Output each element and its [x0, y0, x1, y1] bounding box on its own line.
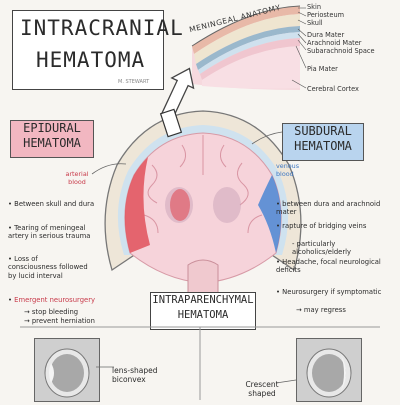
epidural-sub-1: → stop bleeding — [24, 308, 79, 316]
meningeal-layers-illustration — [191, 5, 307, 90]
epidural-bullet-3-text: Loss of consciousness followed by lucid … — [8, 255, 88, 280]
intraparenchymal-line2: HEMATOMA — [177, 309, 229, 321]
epidural-bullet-1: • Between skull and dura — [8, 200, 95, 208]
layer-label-subarachnoid: Subarachnoid Space — [307, 47, 375, 55]
subdural-label-box: SUBDURAL HEMATOMA — [282, 123, 364, 161]
epidural-ct-image — [34, 338, 100, 402]
subdural-ct-image — [296, 338, 362, 402]
layer-label-cortex: Cerebral Cortex — [307, 85, 359, 93]
subdural-sub-2-text: may regress — [303, 306, 346, 314]
subdural-sub-2: → may regress — [296, 306, 346, 314]
epidural-label-line2: HEMATOMA — [23, 136, 81, 150]
layer-label-dura: Dura Mater — [307, 31, 345, 39]
subdural-sub-1: - particularly alcoholics/elderly — [292, 240, 352, 257]
layer-label-skull: Skull — [307, 19, 323, 27]
epidural-label-box: EPIDURAL HEMATOMA — [10, 120, 94, 158]
layer-label-arachnoid: Arachnoid Mater — [307, 39, 362, 47]
layer-label-pia: Pia Mater — [307, 65, 338, 73]
subdural-bullet-2-text: rapture of bridging veins — [282, 222, 367, 230]
epidural-bullet-2-text: Tearing of meningeal artery in serious t… — [8, 224, 91, 241]
subdural-ct-pointer — [276, 379, 297, 384]
subdural-bullet-1: • between dura and arachnoid mater — [276, 200, 381, 217]
section-dividers — [20, 326, 380, 400]
arterial-blood-note: arterial blood — [65, 170, 89, 186]
epidural-label-line1: EPIDURAL — [23, 121, 81, 135]
brain-cross-section — [104, 108, 302, 301]
subdural-bullet-3-text: Headache, focal neurological deficits — [276, 258, 381, 275]
title-line-2: HEMATOMA — [36, 48, 146, 72]
subdural-bullet-3: • Headache, focal neurological deficits — [276, 258, 381, 275]
title-box — [12, 10, 164, 90]
venous-pointer — [251, 131, 283, 145]
layer-label-periosteum: Periosteum — [307, 11, 345, 19]
epidural-bullet-1-text: Between skull and dura — [14, 200, 95, 208]
epidural-bullet-2: • Tearing of meningeal artery in serious… — [8, 224, 91, 241]
subdural-bullet-4: • Neurosurgery if symptomatic — [276, 288, 382, 296]
epidural-bullet-4-text: Emergent neurosurgery — [14, 296, 96, 304]
subdural-bullet-1-text: between dura and arachnoid mater — [276, 200, 381, 217]
venous-blood-note: venous blood — [276, 162, 300, 178]
epidural-ct-pointer — [96, 366, 114, 368]
subdural-label-line2: HEMATOMA — [294, 139, 352, 153]
author-credit: M. STEWART — [118, 79, 150, 85]
arterial-pointer — [91, 163, 127, 175]
subdural-bullet-4-text: Neurosurgery if symptomatic — [282, 288, 382, 296]
subdural-sub-1-text: particularly alcoholics/elderly — [292, 240, 352, 257]
epidural-ct-label: lens-shaped biconvex — [112, 366, 158, 384]
intraparenchymal-label-box: INTRAPARENCHYMAL HEMATOMA — [150, 292, 256, 330]
epidural-bullet-4: • Emergent neurosurgery — [8, 296, 96, 304]
epidural-bullet-3: • Loss of consciousness followed by luci… — [8, 255, 88, 280]
subdural-bullet-2: • rapture of bridging veins — [276, 222, 367, 230]
epidural-sub-1-text: stop bleeding — [31, 308, 79, 316]
epidural-sub-2: → prevent herniation — [24, 317, 95, 325]
intraparenchymal-line1: INTRAPARENCHYMAL — [152, 294, 254, 306]
subdural-label-line1: SUBDURAL — [294, 124, 352, 138]
title-line-1: INTRACRANIAL — [20, 16, 184, 40]
layer-label-skin: Skin — [307, 3, 322, 11]
epidural-sub-2-text: prevent herniation — [31, 317, 95, 325]
subdural-ct-label: Crescent shaped — [245, 380, 279, 398]
